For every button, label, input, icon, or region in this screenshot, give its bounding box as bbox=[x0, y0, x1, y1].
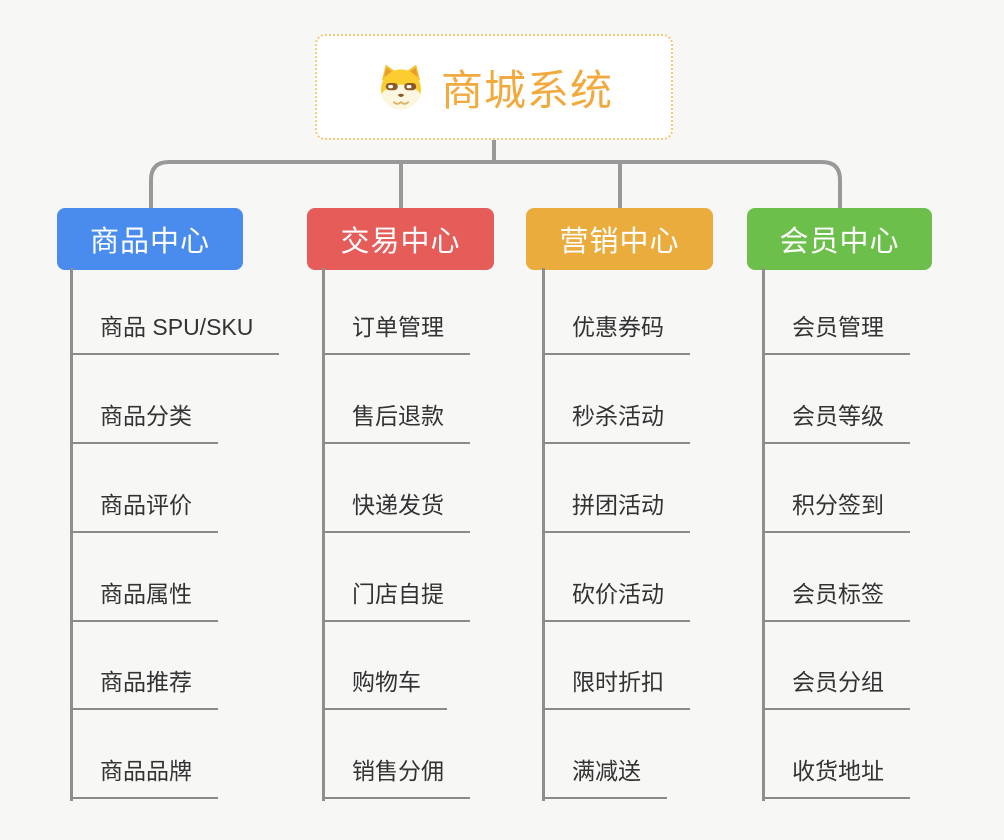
leaf-node[interactable]: 商品评价 bbox=[70, 489, 218, 533]
branch-label: 会员中心 bbox=[779, 226, 900, 258]
branch-trade-center[interactable]: 交易中心 bbox=[307, 208, 494, 270]
branch-member-center[interactable]: 会员中心 bbox=[747, 208, 932, 270]
leaf-node[interactable]: 收货地址 bbox=[762, 755, 910, 799]
column-spine bbox=[70, 268, 73, 801]
leaf-node[interactable]: 砍价活动 bbox=[542, 578, 690, 622]
branch-label: 商品中心 bbox=[89, 226, 210, 258]
leaf-node[interactable]: 商品推荐 bbox=[70, 666, 218, 710]
leaf-node[interactable]: 会员管理 bbox=[762, 311, 910, 355]
leaf-node[interactable]: 商品品牌 bbox=[70, 755, 218, 799]
leaf-node[interactable]: 销售分佣 bbox=[322, 755, 470, 799]
leaf-node[interactable]: 会员标签 bbox=[762, 578, 910, 622]
column-spine bbox=[542, 268, 545, 801]
leaf-node[interactable]: 会员分组 bbox=[762, 666, 910, 710]
leaf-node[interactable]: 商品 SPU/SKU bbox=[70, 311, 280, 355]
column-spine bbox=[322, 268, 325, 801]
root-title: 商城系统 bbox=[440, 66, 613, 114]
branch-product-center[interactable]: 商品中心 bbox=[57, 208, 243, 270]
leaf-node[interactable]: 快递发货 bbox=[322, 489, 470, 533]
leaf-node[interactable]: 秒杀活动 bbox=[542, 400, 690, 444]
leaf-node[interactable]: 门店自提 bbox=[322, 578, 470, 622]
leaf-node[interactable]: 满减送 bbox=[542, 755, 667, 799]
branch-marketing-center[interactable]: 营销中心 bbox=[526, 208, 713, 270]
leaf-node[interactable]: 积分签到 bbox=[762, 489, 910, 533]
dog-icon bbox=[375, 63, 427, 111]
leaf-node[interactable]: 限时折扣 bbox=[542, 666, 690, 710]
leaf-node[interactable]: 购物车 bbox=[322, 666, 447, 710]
leaf-node[interactable]: 商品属性 bbox=[70, 578, 218, 622]
leaf-node[interactable]: 会员等级 bbox=[762, 400, 910, 444]
leaf-node[interactable]: 售后退款 bbox=[322, 400, 470, 444]
column-spine bbox=[762, 268, 765, 801]
root-node[interactable]: 商城系统 bbox=[315, 34, 673, 140]
leaf-node[interactable]: 商品分类 bbox=[70, 400, 218, 444]
branch-label: 营销中心 bbox=[559, 226, 680, 258]
branch-label: 交易中心 bbox=[340, 226, 461, 258]
leaf-node[interactable]: 订单管理 bbox=[322, 311, 470, 355]
leaf-node[interactable]: 优惠券码 bbox=[542, 311, 690, 355]
leaf-node[interactable]: 拼团活动 bbox=[542, 489, 690, 533]
